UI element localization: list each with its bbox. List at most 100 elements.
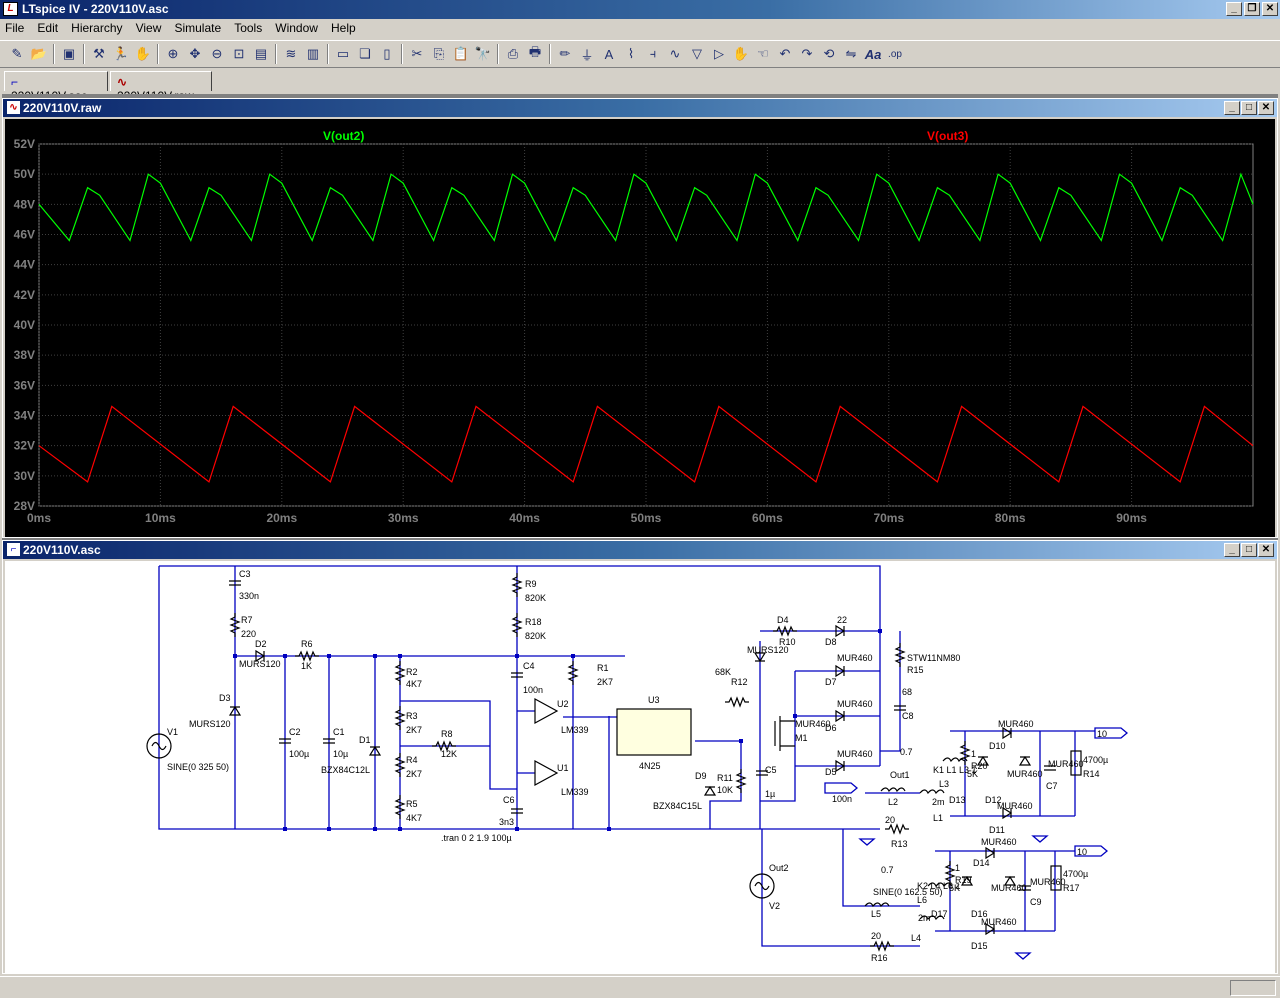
resistor-symbol[interactable] [432, 740, 456, 752]
capacitor-symbol[interactable] [1019, 885, 1031, 891]
resistor-symbol[interactable] [1050, 865, 1062, 891]
capacitor-symbol[interactable] [511, 808, 523, 814]
net-label-out3[interactable] [1074, 845, 1109, 857]
diode-symbol[interactable] [985, 922, 996, 936]
redo-icon[interactable]: ↷ [801, 46, 813, 61]
inductor-symbol[interactable] [864, 902, 890, 908]
diode-symbol[interactable] [228, 705, 242, 716]
maximize-button[interactable]: □ [1241, 101, 1257, 115]
diode-icon[interactable]: ▽ [692, 46, 702, 61]
series-line-out2[interactable] [38, 172, 1254, 243]
inductor-symbol[interactable] [919, 915, 945, 921]
capacitor-symbol[interactable] [323, 738, 335, 744]
menu-help[interactable]: Help [331, 21, 356, 35]
resistor-symbol[interactable] [511, 613, 523, 637]
resistor-symbol[interactable] [735, 769, 747, 793]
diode-symbol[interactable] [960, 875, 974, 886]
resistor-symbol[interactable] [394, 706, 406, 730]
wire-icon[interactable]: ✏ [559, 46, 571, 61]
net-label-out2[interactable] [1094, 727, 1129, 739]
capacitor-symbol[interactable] [894, 705, 906, 711]
component-icon[interactable]: ▷ [714, 46, 724, 61]
zoom-out-icon[interactable]: ⊖ [211, 46, 223, 61]
resistor-symbol[interactable] [773, 625, 797, 637]
resistor-symbol[interactable] [394, 661, 406, 685]
resistor-symbol[interactable] [567, 661, 579, 685]
menu-window[interactable]: Window [275, 21, 318, 35]
label-net-icon[interactable]: A [604, 46, 614, 62]
minimize-button[interactable]: _ [1224, 543, 1240, 557]
halt-icon[interactable]: ✋ [134, 46, 152, 61]
inductor-symbol[interactable] [880, 787, 906, 793]
resistor-symbol[interactable] [959, 741, 971, 765]
capacitor-symbol[interactable] [511, 672, 523, 678]
diode-symbol[interactable] [835, 664, 846, 678]
drag-icon[interactable]: ☜ [757, 46, 769, 61]
menu-simulate[interactable]: Simulate [174, 21, 222, 35]
resistor-symbol[interactable] [229, 613, 241, 637]
menu-view[interactable]: View [135, 21, 162, 35]
net-label-out1[interactable] [824, 782, 859, 794]
minimize-button[interactable]: _ [1224, 101, 1240, 115]
resistor-symbol[interactable] [725, 696, 749, 708]
print-setup-icon[interactable]: ⎙ [507, 46, 519, 61]
close-button[interactable]: ✕ [1258, 543, 1274, 557]
save-icon[interactable]: ▣ [62, 46, 76, 61]
comparator-symbol[interactable] [534, 697, 559, 725]
tab-schematic[interactable]: ⌐ 220V110V.asc [4, 71, 108, 103]
find-icon[interactable]: 🔭 [474, 46, 492, 61]
delete-trace-icon[interactable]: ▥ [306, 46, 320, 61]
diode-symbol[interactable] [1002, 806, 1013, 820]
rotate-icon[interactable]: ⟲ [823, 46, 835, 61]
tile-horizontal-icon[interactable]: ▭ [336, 46, 350, 61]
open-icon[interactable]: 📂 [30, 46, 48, 61]
resistor-symbol[interactable] [894, 643, 906, 667]
tab-waveform[interactable]: ∿ 220V110V.raw [110, 71, 212, 103]
pan-icon[interactable]: ✥ [189, 46, 201, 61]
resistor-symbol[interactable] [295, 650, 319, 662]
mirror-icon[interactable]: ⇋ [845, 46, 857, 61]
waveform-window-titlebar[interactable]: ∿ 220V110V.raw _ □ ✕ [3, 99, 1277, 117]
series-label-out3[interactable]: V(out3) [927, 129, 968, 143]
paste-icon[interactable]: 📋 [452, 46, 470, 61]
menu-tools[interactable]: Tools [234, 21, 263, 35]
control-panel-icon[interactable]: ⚒ [93, 46, 105, 61]
resistor-symbol[interactable] [511, 573, 523, 597]
voltage-source-symbol[interactable] [146, 733, 172, 759]
maximize-button[interactable]: □ [1241, 543, 1257, 557]
close-button[interactable]: ✕ [1262, 2, 1278, 16]
move-icon[interactable]: ✋ [732, 46, 750, 61]
ltspice-icon[interactable]: L [3, 2, 18, 16]
capacitor-symbol[interactable] [756, 770, 768, 776]
menu-hierarchy[interactable]: Hierarchy [71, 21, 123, 35]
series-label-out2[interactable]: V(out2) [323, 129, 364, 143]
resistor-symbol[interactable] [870, 940, 894, 952]
comparator-symbol[interactable] [534, 759, 559, 787]
resistor-symbol[interactable] [394, 795, 406, 819]
resistor-symbol[interactable] [394, 753, 406, 777]
cascade-icon[interactable]: ❏ [359, 46, 371, 61]
inductor-symbol[interactable] [919, 789, 945, 795]
capacitor-symbol[interactable] [229, 580, 241, 586]
series-line-out3[interactable] [38, 405, 1254, 483]
new-schematic-icon[interactable]: ✎ [11, 46, 23, 61]
diode-symbol[interactable] [1018, 755, 1032, 766]
ground-icon[interactable]: ⏚ [580, 47, 594, 63]
diode-symbol[interactable] [1002, 726, 1013, 740]
run-icon[interactable]: 🏃 [112, 46, 130, 61]
close-button[interactable]: ✕ [1258, 101, 1274, 115]
diode-symbol[interactable] [835, 759, 846, 773]
diode-symbol[interactable] [976, 755, 990, 766]
schematic-window-titlebar[interactable]: ⌐ 220V110V.asc _ □ ✕ [3, 541, 1277, 559]
zoom-in-icon[interactable]: ⊕ [167, 46, 179, 61]
undo-icon[interactable]: ↶ [779, 46, 791, 61]
plot-settings-icon[interactable]: ≋ [285, 46, 297, 61]
inductor-symbol[interactable] [927, 882, 953, 888]
spice-directive-icon[interactable]: .op [888, 48, 902, 60]
resistor-icon[interactable]: ⌇ [627, 46, 635, 61]
diode-symbol[interactable] [835, 624, 846, 638]
zoom-fit-icon[interactable]: ⊡ [233, 46, 245, 61]
print-icon[interactable]: 🖶 [528, 44, 542, 59]
capacitor-symbol[interactable] [279, 738, 291, 744]
